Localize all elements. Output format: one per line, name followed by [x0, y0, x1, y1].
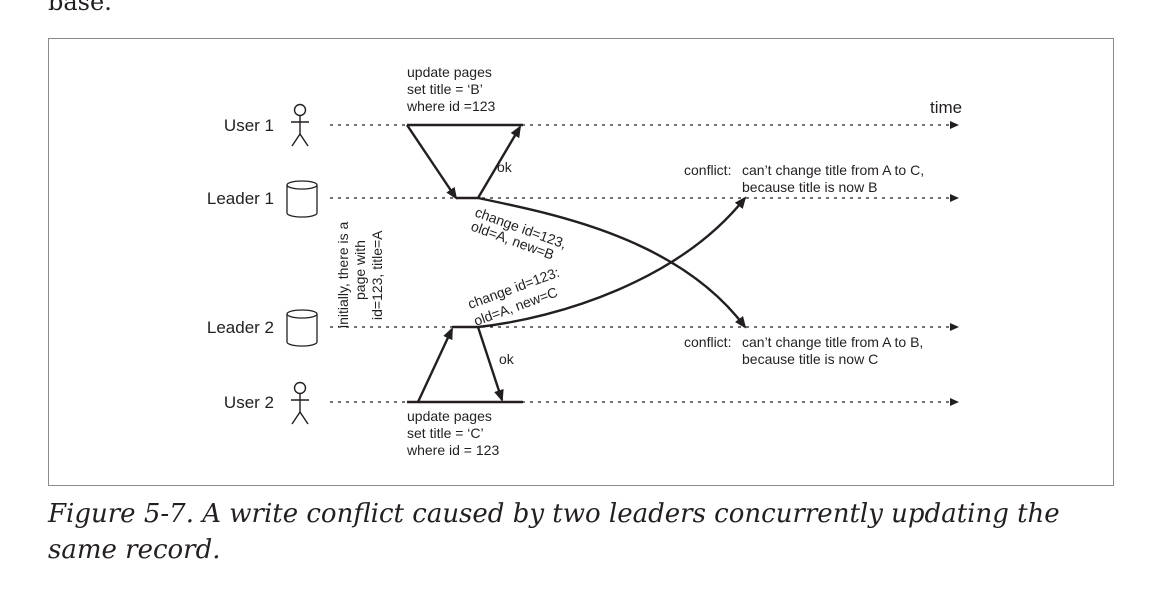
leader2-ok-arrow — [476, 326, 504, 402]
figure-frame — [48, 38, 1114, 486]
leader2-database-icon — [286, 309, 318, 347]
user2-query-line2: set title = ‘C’ — [407, 425, 484, 441]
user1-query-line2: set title = ‘B’ — [407, 81, 483, 97]
user2-query-line3: where id = 123 — [406, 442, 499, 458]
replication-leader1-to-leader2 — [477, 196, 747, 329]
figure-caption: Figure 5-7. A write conflict caused by t… — [48, 499, 1060, 565]
row-label-leader1: Leader 1 — [207, 189, 274, 208]
user1-ok-label: ok — [497, 159, 513, 175]
initial-state-note: initially, there is a page with id=123, … — [335, 221, 385, 328]
initial-note-line2: page with — [352, 240, 368, 300]
conflict-leader1-label: conflict: — [684, 162, 731, 178]
user2-query-line1: update pages — [407, 408, 492, 424]
conflict-leader1-line1: can’t change title from A to C, — [742, 162, 924, 178]
user2-person-icon — [291, 381, 309, 425]
conflict-leader2-label: conflict: — [684, 334, 731, 350]
leader1-database-icon — [286, 180, 318, 218]
initial-note-line3: id=123, title=A — [369, 230, 385, 320]
conflict-leader2-line2: because title is now C — [742, 351, 878, 367]
preceding-text-fragment: base. — [48, 0, 112, 16]
user1-query-line1: update pages — [407, 64, 492, 80]
user1-query-line3: where id =123 — [406, 98, 496, 114]
leader1-ok-arrow — [476, 125, 522, 199]
user2-ok-label: ok — [499, 351, 515, 367]
initial-note-line1: initially, there is a — [335, 221, 351, 328]
row-label-leader2: Leader 2 — [207, 318, 274, 337]
row-label-user1: User 1 — [224, 116, 274, 135]
conflict-leader2-line1: can’t change title from A to B, — [742, 334, 923, 350]
row-label-user2: User 2 — [224, 393, 274, 412]
time-label: time — [930, 98, 962, 117]
conflict-leader1-line2: because title is now B — [742, 179, 877, 195]
user1-person-icon — [291, 103, 309, 147]
user2-to-leader2-arrow — [416, 327, 454, 403]
user1-to-leader1-arrow — [406, 124, 458, 200]
replication-leader2-to-leader1 — [477, 196, 747, 329]
